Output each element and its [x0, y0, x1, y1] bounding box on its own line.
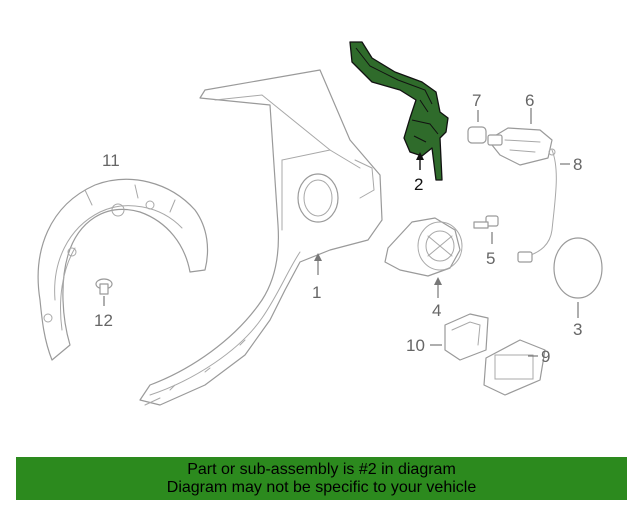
callout-11: 11	[102, 151, 120, 170]
part-6-actuator[interactable]	[487, 108, 553, 166]
callout-8: 8	[573, 155, 582, 174]
part-8-cable[interactable]	[517, 148, 570, 263]
callout-3: 3	[573, 320, 582, 339]
banner-line-part-number: Part or sub-assembly is #2 in diagram	[187, 460, 456, 478]
part-7-plug[interactable]	[467, 110, 487, 144]
info-banner: Part or sub-assembly is #2 in diagram Di…	[16, 457, 627, 500]
callout-2: 2	[414, 175, 423, 194]
callout-1: 1	[312, 283, 321, 302]
parts-diagram: 1 2 3 4 5 6 7 8 9 10 11 12	[37, 41, 603, 406]
banner-line-disclaimer: Diagram may not be specific to your vehi…	[166, 478, 477, 496]
part-2-filler-bracket[interactable]	[349, 41, 449, 181]
part-3-fuel-door[interactable]	[553, 237, 603, 318]
part-4-filler-housing[interactable]	[384, 217, 463, 298]
part-5-bolt[interactable]	[473, 215, 499, 244]
part-9-grommet-plate[interactable]	[483, 339, 546, 396]
callout-7: 7	[472, 91, 481, 110]
callout-9: 9	[541, 347, 550, 366]
callout-10: 10	[406, 336, 425, 355]
part-11-wheel-liner[interactable]	[37, 178, 209, 361]
callout-6: 6	[525, 91, 534, 110]
part-10-bracket[interactable]	[430, 313, 489, 361]
callout-12: 12	[94, 311, 113, 330]
part-1-quarter-panel[interactable]	[139, 69, 383, 406]
part-12-clip[interactable]	[95, 278, 113, 306]
callout-4: 4	[432, 301, 441, 320]
callout-5: 5	[486, 249, 495, 268]
